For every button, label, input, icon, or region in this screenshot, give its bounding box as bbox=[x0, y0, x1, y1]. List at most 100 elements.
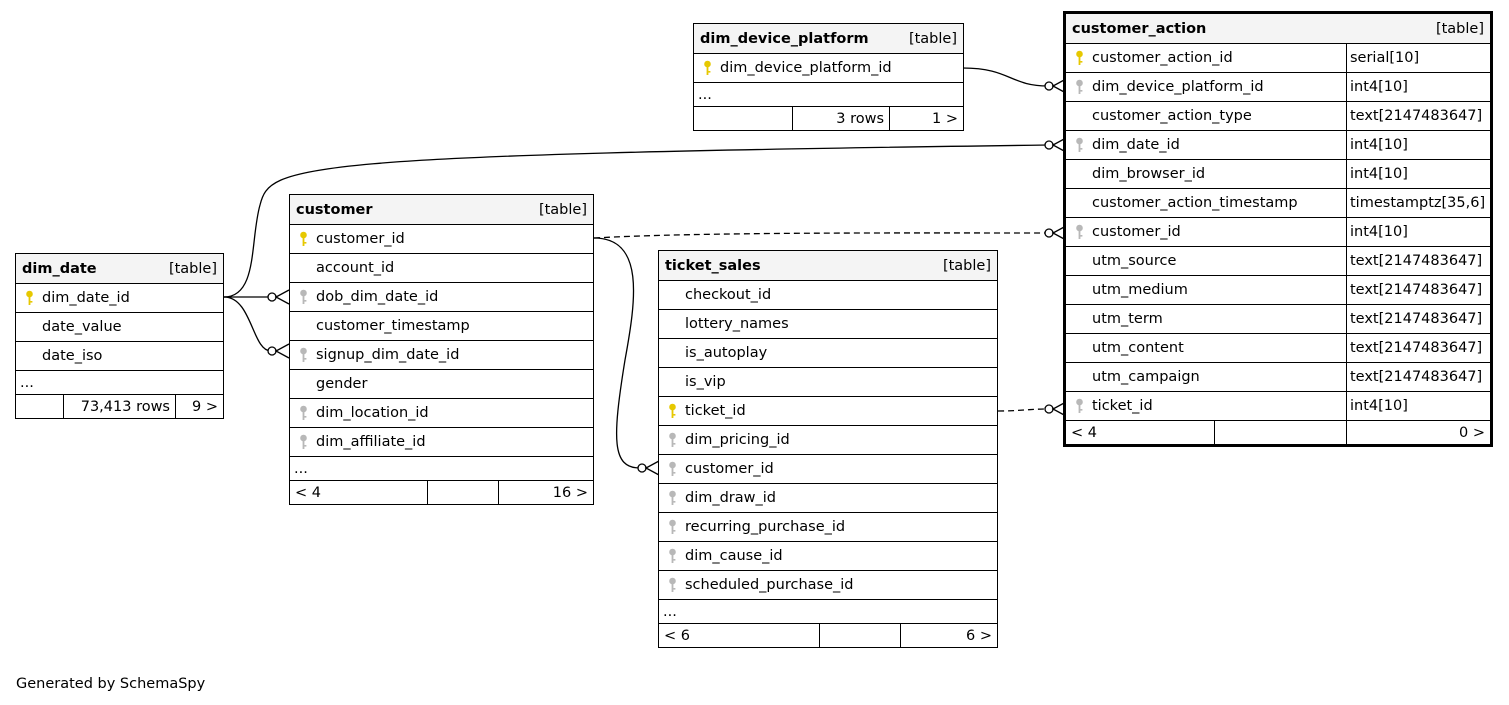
column-row[interactable]: dim_date_id int4[10] bbox=[1066, 130, 1490, 159]
column-row[interactable]: is_vip bbox=[659, 367, 997, 396]
children-link[interactable]: 9 > bbox=[175, 395, 223, 418]
foreign-key-icon bbox=[665, 548, 679, 564]
foreign-key-icon bbox=[1072, 79, 1086, 95]
link-ticket-action-crow bbox=[1051, 401, 1067, 417]
column-row[interactable]: dim_location_id bbox=[290, 398, 593, 427]
children-link[interactable]: 16 > bbox=[498, 481, 593, 504]
row-count bbox=[427, 481, 498, 504]
column-type: text[2147483647] bbox=[1346, 102, 1490, 130]
column-row[interactable]: dim_date_id bbox=[16, 283, 223, 312]
row-count bbox=[1214, 421, 1346, 444]
column-row[interactable]: account_id bbox=[290, 253, 593, 282]
column-name: utm_medium bbox=[1092, 282, 1188, 298]
column-row[interactable]: signup_dim_date_id bbox=[290, 340, 593, 369]
foreign-key-icon bbox=[1072, 224, 1086, 240]
column-row[interactable]: date_value bbox=[16, 312, 223, 341]
column-name: dim_device_platform_id bbox=[720, 60, 892, 76]
column-row[interactable]: recurring_purchase_id bbox=[659, 512, 997, 541]
column-type: text[2147483647] bbox=[1346, 276, 1490, 304]
table-customer-action[interactable]: customer_action[table]customer_action_id… bbox=[1063, 11, 1493, 447]
column-name: dim_date_id bbox=[1092, 137, 1180, 153]
column-row[interactable]: customer_id bbox=[659, 454, 997, 483]
table-header: ticket_sales[table] bbox=[659, 251, 997, 280]
more-columns-ellipsis: ... bbox=[694, 82, 963, 106]
column-name: dim_pricing_id bbox=[685, 432, 790, 448]
column-type: timestamptz[35,6] bbox=[1346, 189, 1490, 217]
column-name: date_iso bbox=[42, 348, 103, 364]
link-date-signup-crow bbox=[274, 343, 290, 359]
column-name: utm_content bbox=[1092, 340, 1184, 356]
column-row[interactable]: dim_device_platform_id bbox=[694, 53, 963, 82]
column-row[interactable]: utm_medium text[2147483647] bbox=[1066, 275, 1490, 304]
column-type: int4[10] bbox=[1346, 131, 1490, 159]
column-row[interactable]: dim_draw_id bbox=[659, 483, 997, 512]
column-name: customer_action_timestamp bbox=[1092, 195, 1298, 211]
foreign-key-icon bbox=[1072, 398, 1086, 414]
column-name: dim_cause_id bbox=[685, 548, 783, 564]
table-dim-device-platform[interactable]: dim_device_platform[table]dim_device_pla… bbox=[693, 23, 964, 131]
table-name: dim_date bbox=[22, 260, 97, 277]
link-ticket-action bbox=[997, 408, 1049, 412]
link-customer-ticket-crow bbox=[644, 460, 660, 476]
column-name: is_autoplay bbox=[685, 345, 768, 361]
parents-link[interactable]: < 6 bbox=[664, 627, 690, 644]
primary-key-icon bbox=[665, 403, 679, 419]
table-kind: [table] bbox=[942, 257, 991, 274]
column-name: lottery_names bbox=[685, 316, 789, 332]
table-kind: [table] bbox=[908, 30, 957, 47]
column-name: gender bbox=[316, 376, 368, 392]
column-name: utm_source bbox=[1092, 253, 1177, 269]
column-row[interactable]: customer_timestamp bbox=[290, 311, 593, 340]
link-date-action bbox=[223, 144, 1049, 298]
parents-link[interactable]: < 4 bbox=[295, 484, 321, 501]
column-row[interactable]: dim_affiliate_id bbox=[290, 427, 593, 456]
column-name: account_id bbox=[316, 260, 395, 276]
foreign-key-icon bbox=[296, 289, 310, 305]
column-row[interactable]: date_iso bbox=[16, 341, 223, 370]
parents-link[interactable]: < 4 bbox=[1071, 424, 1097, 441]
column-row[interactable]: is_autoplay bbox=[659, 338, 997, 367]
column-name: ticket_id bbox=[1092, 398, 1153, 414]
column-row[interactable]: gender bbox=[290, 369, 593, 398]
column-row[interactable]: dim_pricing_id bbox=[659, 425, 997, 454]
column-name: signup_dim_date_id bbox=[316, 347, 460, 363]
link-date-action-crow bbox=[1051, 137, 1067, 153]
children-link[interactable]: 0 > bbox=[1346, 421, 1490, 444]
link-date-signup bbox=[223, 296, 272, 352]
column-row[interactable]: customer_id bbox=[290, 224, 593, 253]
children-link[interactable]: 6 > bbox=[900, 624, 997, 647]
column-row[interactable]: ticket_id bbox=[659, 396, 997, 425]
column-row[interactable]: lottery_names bbox=[659, 309, 997, 338]
column-row[interactable]: utm_content text[2147483647] bbox=[1066, 333, 1490, 362]
link-customer-action-crow bbox=[1051, 225, 1067, 241]
table-ticket-sales[interactable]: ticket_sales[table]checkout_id lottery_na… bbox=[658, 250, 998, 648]
column-row[interactable]: utm_source text[2147483647] bbox=[1066, 246, 1490, 275]
column-type: text[2147483647] bbox=[1346, 247, 1490, 275]
column-row[interactable]: scheduled_purchase_id bbox=[659, 570, 997, 599]
column-row[interactable]: dim_cause_id bbox=[659, 541, 997, 570]
column-type: text[2147483647] bbox=[1346, 334, 1490, 362]
column-row[interactable]: checkout_id bbox=[659, 280, 997, 309]
parents-link[interactable] bbox=[694, 107, 792, 130]
link-customer-ticket bbox=[593, 237, 641, 469]
column-row[interactable]: dob_dim_date_id bbox=[290, 282, 593, 311]
foreign-key-icon bbox=[665, 490, 679, 506]
column-row[interactable]: customer_action_timestamp timestamptz[35,… bbox=[1066, 188, 1490, 217]
row-count: 3 rows bbox=[792, 107, 889, 130]
column-name: date_value bbox=[42, 319, 122, 335]
parents-link[interactable] bbox=[16, 395, 63, 418]
children-link[interactable]: 1 > bbox=[889, 107, 963, 130]
link-device-platform-crow bbox=[1051, 78, 1067, 94]
